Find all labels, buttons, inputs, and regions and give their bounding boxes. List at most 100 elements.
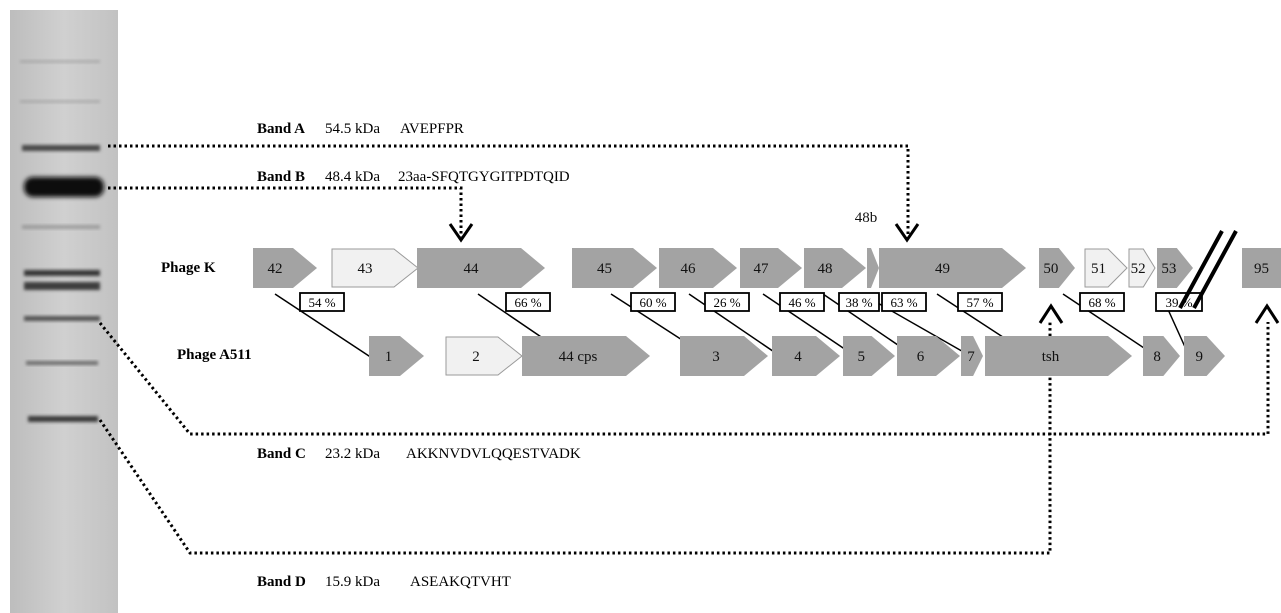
gene-label: 1 [385,349,393,365]
gene-label: 48b [855,210,878,226]
gene-arrow [572,248,657,288]
phage-k-gene-49: 49 [879,248,1026,288]
band-d-annotation: Band D 15.9 kDa ASEAKQTVHT [257,573,511,590]
gel-band [24,270,100,276]
band-a-connector [108,144,910,238]
identity-box-frame [630,292,676,312]
band-a-mass: 54.5 kDa [325,121,380,137]
identity-percent: 68 % [1088,295,1115,310]
gel-band-d [28,416,98,422]
arrowheads [448,223,1280,324]
gene-label: 9 [1196,349,1204,365]
band-b-sequence: 23aa-SFQTGYGITPDTQID [398,169,570,185]
gene-label: 4 [794,349,802,365]
band-c-mass: 23.2 kDa [325,446,380,462]
identity-box-frame [704,292,750,312]
phage-k-gene-43: 43 [331,248,419,288]
band-c-connector [98,322,1270,436]
phage-a511-gene-8: 8 [1143,336,1180,376]
gel-band-c [24,316,100,321]
gel-faint-band [20,100,100,103]
genome-break-marker [1178,230,1238,309]
gene-label: 44 [464,261,480,277]
identity-percent: 38 % [845,295,872,310]
phage-k-gene-47: 47 [740,248,802,288]
identity-percent: 63 % [890,295,917,310]
gene-label: 49 [935,261,950,277]
band-d-sequence: ASEAKQTVHT [410,574,511,590]
gene-arrow [961,336,983,376]
identity-percent: 26 % [713,295,740,310]
phage-a511-gene-1: 1 [369,336,424,376]
gene-arrow [417,248,545,288]
gene-label: tsh [1042,349,1060,365]
phage-a511-gene-9: 9 [1184,336,1225,376]
phage-a511-gene-7: 7 [961,336,983,376]
band-b-target-arrowhead [448,223,474,243]
homology-link [762,293,859,359]
band-c-target-arrowhead [1254,303,1280,324]
identity-box: 57 % [957,292,1003,312]
band-a-name: Band A [257,121,305,137]
homology-link [274,293,373,359]
band-b-name: Band B [257,169,305,185]
phage-k-gene-53: 53 [1157,248,1193,288]
identity-box: 68 % [1079,292,1125,312]
band-c-name: Band C [257,446,306,462]
band-d-target-arrowhead [1038,303,1064,324]
identity-percent: 60 % [639,295,666,310]
gene-arrow [659,248,737,288]
gene-arrow [1242,248,1281,288]
band-d-mass: 15.9 kDa [325,574,380,590]
gene-arrow [843,336,895,376]
gene-label: 7 [967,349,975,365]
gene-arrow [369,336,424,376]
gene-label: 46 [681,261,697,277]
identity-percent: 57 % [966,295,993,310]
gene-label: 5 [858,349,866,365]
identity-percent: 39 % [1165,295,1192,310]
identity-percent: 66 % [514,295,541,310]
identity-box-frame [1155,292,1203,312]
gene-label: 42 [268,261,283,277]
identity-box: 54 % [299,292,345,312]
identity-box-frame [1079,292,1125,312]
phage-k-gene-46: 46 [659,248,737,288]
gene-arrow [1128,248,1156,288]
identity-box: 38 % [838,292,880,312]
gene-label: 2 [472,349,480,365]
phage-a511-gene-3: 3 [680,336,768,376]
phage-k-gene-48: 48 [804,248,866,288]
identity-box: 46 % [779,292,825,312]
gene-arrow [680,336,768,376]
gene-arrow [985,336,1132,376]
gene-arrow [522,336,650,376]
gene-arrow [1157,248,1193,288]
identity-box-frame [505,292,551,312]
gene-arrow [1039,248,1075,288]
identity-box-frame [299,292,345,312]
gel-band [26,361,98,365]
gel-faint-band [20,60,100,63]
gel-band [24,282,100,290]
gene-label: 48 [818,261,833,277]
gene-label: 52 [1131,261,1146,277]
homology-links [274,293,1191,359]
gene-arrow [1084,248,1128,288]
identity-box: 60 % [630,292,676,312]
phage-a511-gene-5: 5 [843,336,895,376]
identity-percent: 54 % [308,295,335,310]
gene-arrow [1143,336,1180,376]
phage-a511-label: Phage A511 [177,347,252,363]
gene-arrow [253,248,317,288]
gene-label: 47 [754,261,770,277]
gene-arrow [772,336,840,376]
phage-k-gene-44: 44 [417,248,545,288]
identity-box: 26 % [704,292,750,312]
phage-k-gene-52: 52 [1128,248,1156,288]
gene-label: 53 [1161,261,1176,277]
phage-a511-gene-44-cps: 44 cps [522,336,650,376]
gene-arrow [740,248,802,288]
